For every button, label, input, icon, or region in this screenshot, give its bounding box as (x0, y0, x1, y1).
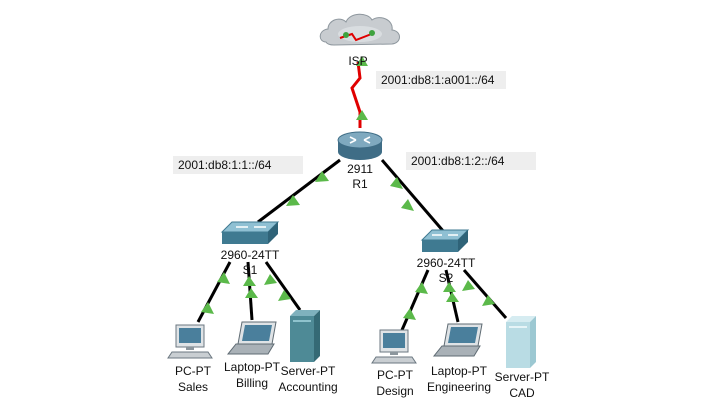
laptop-icon (226, 321, 277, 355)
laptop-icon (432, 323, 483, 357)
switch-model-label: 2960-24TT (417, 256, 476, 270)
router-model-label: 2911 (347, 162, 373, 176)
link-up-indicator (264, 274, 277, 285)
device-name-label: Sales (178, 380, 208, 394)
link-up-indicator (245, 288, 258, 298)
network-label-r1-s1: 2001:db8:1:1::/64 (173, 156, 303, 174)
link-up-indicator (390, 177, 403, 189)
server-icon (506, 316, 536, 368)
link-up-indicator (403, 308, 416, 320)
cloud-icon (319, 13, 400, 46)
server-icon (290, 310, 320, 362)
link-up-indicator (217, 272, 230, 284)
link-up-indicator (278, 290, 291, 301)
link-up-indicator (315, 171, 329, 182)
isp-label: ISP (348, 54, 367, 68)
device-name-label: Design (376, 384, 413, 398)
link-up-indicator (401, 199, 414, 211)
link-up-indicator (462, 280, 475, 291)
link-s2-server-cad[interactable] (462, 269, 508, 319)
device-name-label: Billing (236, 376, 268, 390)
link-s1-server-accounting[interactable] (264, 261, 302, 311)
server-cad[interactable]: Server-PT CAD (495, 316, 550, 400)
switch-s1[interactable]: 2960-24TT S1 (220, 221, 280, 277)
link-up-indicator (286, 195, 300, 206)
switch-s2[interactable]: 2960-24TT S2 (417, 229, 476, 285)
device-model-label: Laptop-PT (431, 364, 488, 378)
svg-text:2001:db8:1:a001::/64: 2001:db8:1:a001::/64 (381, 73, 495, 87)
link-up-indicator (201, 302, 214, 314)
router-icon (337, 131, 383, 160)
network-label-isp-r1: 2001:db8:1:a001::/64 (376, 71, 506, 89)
laptop-engineering[interactable]: Laptop-PT Engineering (427, 323, 491, 394)
device-name-label: Engineering (427, 380, 491, 394)
pc-design[interactable]: PC-PT Design (371, 329, 417, 398)
device-name-label: Accounting (278, 380, 337, 394)
links (196, 61, 508, 331)
switch-name-label: S2 (439, 271, 454, 285)
device-model-label: Server-PT (281, 364, 336, 378)
switch-name-label: S1 (243, 263, 258, 277)
link-up-indicator (415, 282, 428, 294)
device-name-label: CAD (509, 386, 535, 400)
link-status-indicators (201, 56, 495, 320)
switch-icon (220, 221, 280, 244)
pc-icon (371, 329, 417, 364)
router-name-label: R1 (352, 177, 368, 191)
link-up-indicator (446, 292, 459, 302)
link-up-indicator (482, 295, 495, 306)
svg-text:2001:db8:1:1::/64: 2001:db8:1:1::/64 (178, 158, 272, 172)
switch-model-label: 2960-24TT (221, 248, 280, 262)
pc-sales[interactable]: PC-PT Sales (167, 324, 213, 394)
link-up-indicator (356, 56, 368, 66)
network-label-r1-s2: 2001:db8:1:2::/64 (406, 152, 536, 170)
svg-text:2001:db8:1:2::/64: 2001:db8:1:2::/64 (411, 154, 505, 168)
switch-icon (420, 229, 470, 252)
router-r1[interactable]: 2911 R1 (337, 131, 383, 191)
link-s2-pc-design[interactable] (400, 269, 430, 331)
laptop-billing[interactable]: Laptop-PT Billing (224, 321, 281, 390)
device-model-label: PC-PT (377, 368, 414, 382)
device-model-label: Laptop-PT (224, 360, 281, 374)
link-r1-s2[interactable] (380, 159, 446, 233)
pc-icon (167, 324, 213, 359)
link-up-indicator (356, 110, 368, 120)
server-accounting[interactable]: Server-PT Accounting (278, 310, 338, 394)
link-up-indicator (443, 282, 456, 292)
device-model-label: PC-PT (175, 364, 212, 378)
link-s1-pc-sales[interactable] (196, 261, 232, 323)
link-r1-s1[interactable] (257, 158, 341, 224)
device-model-label: Server-PT (495, 370, 550, 384)
isp-cloud[interactable]: ISP (319, 13, 400, 68)
link-up-indicator (243, 276, 256, 286)
